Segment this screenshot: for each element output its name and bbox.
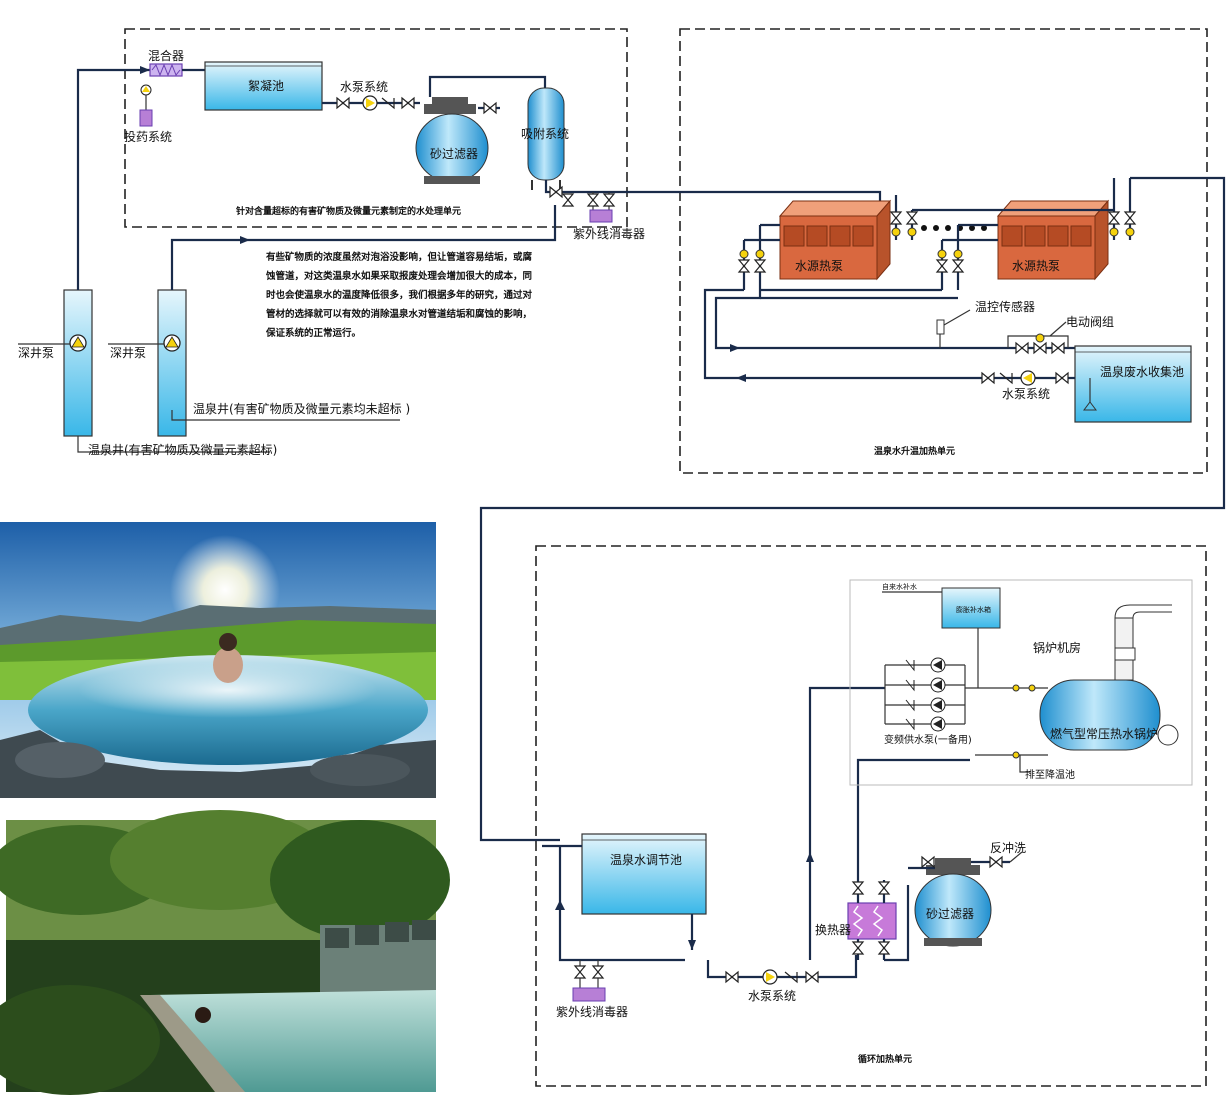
flocculation-label: 絮凝池	[248, 78, 284, 93]
boiler-room-box	[849, 579, 1193, 786]
water-source-heat-pump-1	[778, 199, 892, 281]
tap-water-label: 自来水补水	[882, 582, 917, 591]
svg-text:有些矿物质的浓度虽然对泡浴没影响，但让管道容易结垢，或腐: 有些矿物质的浓度虽然对泡浴没影响，但让管道容易结垢，或腐	[266, 251, 533, 263]
pump-system-label-1: 水泵系统	[340, 80, 388, 94]
well-exceeding	[63, 289, 93, 437]
deep-pump-label-1: 深井泵	[18, 346, 54, 360]
adsorption-label: 吸附系统	[521, 127, 569, 141]
water-treatment-unit-title: 针对含量超标的有害矿物质及微量元素制定的水处理单元	[236, 205, 461, 217]
deep-well-pump-icon	[69, 334, 87, 352]
make-up-tank	[941, 587, 1001, 629]
waste-water-pool	[1074, 345, 1192, 423]
dosing-system	[139, 109, 153, 127]
gas-boiler	[1039, 604, 1179, 751]
temperature-sensor	[936, 319, 945, 335]
boiler-room-label: 锅炉机房	[1033, 640, 1081, 655]
uv-sterilizer-1	[587, 192, 615, 223]
flocculation-tank	[204, 61, 323, 111]
pump-icon	[362, 95, 378, 111]
heat-pump-label-1: 水源热泵	[795, 259, 843, 273]
heat-exchanger	[847, 902, 897, 940]
deep-well-pump-icon	[163, 334, 181, 352]
water-treatment-unit-box	[124, 28, 628, 228]
svg-text:管材的选择就可以有效的消除温泉水对管道结垢和腐蚀的影响，: 管材的选择就可以有效的消除温泉水对管道结垢和腐蚀的影响，	[266, 308, 532, 320]
dosing-pump-icon	[140, 84, 152, 96]
svg-text:时也会使温泉水的温度降低很多，我们根据多年的研究，通过对: 时也会使温泉水的温度降低很多，我们根据多年的研究，通过对	[266, 289, 533, 301]
well-normal-label: 温泉井(有害矿物质及微量元素均未超标 )	[193, 401, 410, 416]
backwash-label: 反冲洗	[990, 840, 1026, 855]
uv-sterilizer-2	[572, 960, 606, 1002]
pump-system-label-2: 水泵系统	[1002, 387, 1050, 401]
pump-icon	[1020, 370, 1036, 386]
note-text: 有些矿物质的浓度虽然对泡浴没影响，但让管道容易结垢，或腐 蚀管道，对这类温泉水如…	[265, 251, 533, 339]
uv-label-1: 紫外线消毒器	[573, 227, 645, 241]
drain-label: 排至降温池	[1025, 768, 1075, 781]
pump-system-label-3: 水泵系统	[748, 989, 796, 1003]
sand-filter-2	[914, 858, 992, 947]
circulation-unit-title: 循环加热单元	[858, 1053, 912, 1065]
sand-filter-1	[415, 97, 489, 184]
well-exceeding-label: 温泉井(有害矿物质及微量元素超标)	[88, 442, 277, 457]
vf-pumps-label: 变频供水泵(一备用)	[884, 733, 972, 746]
regulating-pool	[581, 833, 707, 915]
svg-text:保证系统的正常运行。: 保证系统的正常运行。	[265, 327, 361, 339]
sand-filter-label-1: 砂过滤器	[430, 147, 478, 161]
svg-text:蚀管道，对这类温泉水如果采取报废处理会增加很大的成本，同: 蚀管道，对这类温泉水如果采取报废处理会增加很大的成本，同	[265, 270, 532, 282]
uv-label-2: 紫外线消毒器	[556, 1005, 628, 1019]
water-source-heat-pump-2	[996, 199, 1110, 281]
heat-pump-label-2: 水源热泵	[1012, 259, 1060, 273]
mixer-label: 混合器	[148, 48, 184, 63]
dotted-more-units	[921, 225, 987, 231]
hot-spring-photo-1	[0, 522, 436, 798]
electric-valve-label: 电动阀组	[1066, 315, 1114, 329]
dosing-label: 投药系统	[124, 129, 172, 144]
circulation-unit-box	[535, 545, 1207, 1087]
sand-filter-label-2: 砂过滤器	[926, 907, 974, 921]
pump-icon	[762, 969, 778, 985]
regulating-pool-label: 温泉水调节池	[610, 853, 682, 867]
deep-pump-label-2: 深井泵	[110, 346, 146, 360]
heating-unit-box	[679, 28, 1208, 474]
boiler-label: 燃气型常压热水锅炉	[1050, 726, 1158, 741]
heat-exchanger-label: 换热器	[815, 923, 851, 937]
waste-pool-label: 温泉废水收集池	[1100, 364, 1184, 379]
make-up-tank-label: 膨胀补水箱	[956, 605, 991, 614]
heating-unit-title: 温泉水升温加热单元	[874, 445, 955, 457]
temp-sensor-label: 温控传感器	[975, 299, 1035, 314]
hot-spring-photo-2	[0, 810, 450, 1095]
vf-pump-group	[884, 657, 966, 732]
